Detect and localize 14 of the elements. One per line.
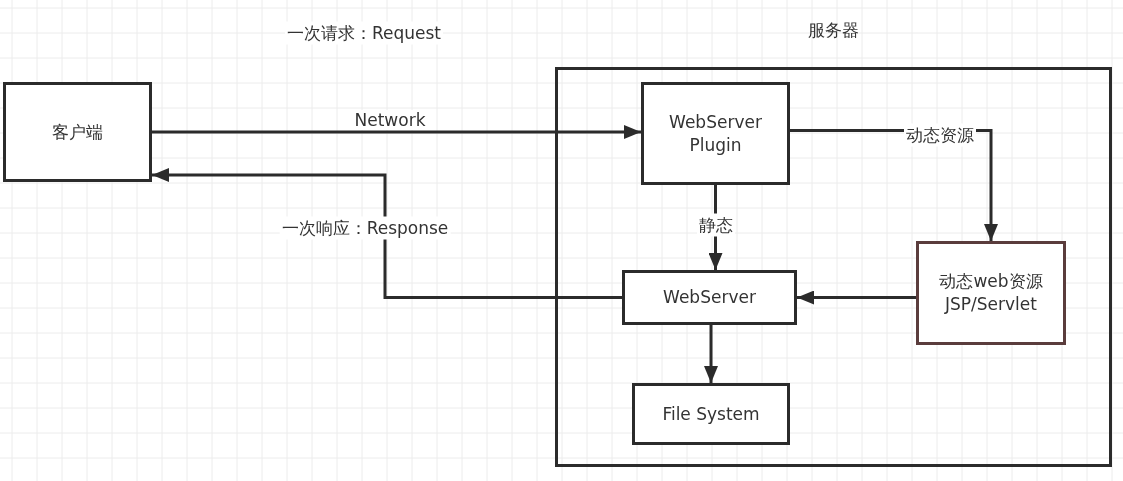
arrow	[797, 290, 916, 305]
arrow	[152, 168, 622, 299]
note-text: 一次请求：Request	[284, 21, 444, 45]
process-box: 动态web资源 JSP/Servlet	[916, 241, 1066, 345]
edge-label: 一次响应：Response	[279, 216, 451, 240]
process-box: WebServer	[622, 270, 797, 325]
edge-label: 静态	[697, 213, 735, 237]
process-box: WebServer Plugin	[641, 82, 790, 185]
box-heading: 服务器	[807, 19, 860, 42]
process-box: File System	[632, 383, 790, 445]
edge-label: 动态资源	[904, 123, 976, 147]
client-box: 客户端	[3, 82, 152, 182]
arrow	[704, 325, 718, 383]
arrow	[152, 125, 641, 139]
